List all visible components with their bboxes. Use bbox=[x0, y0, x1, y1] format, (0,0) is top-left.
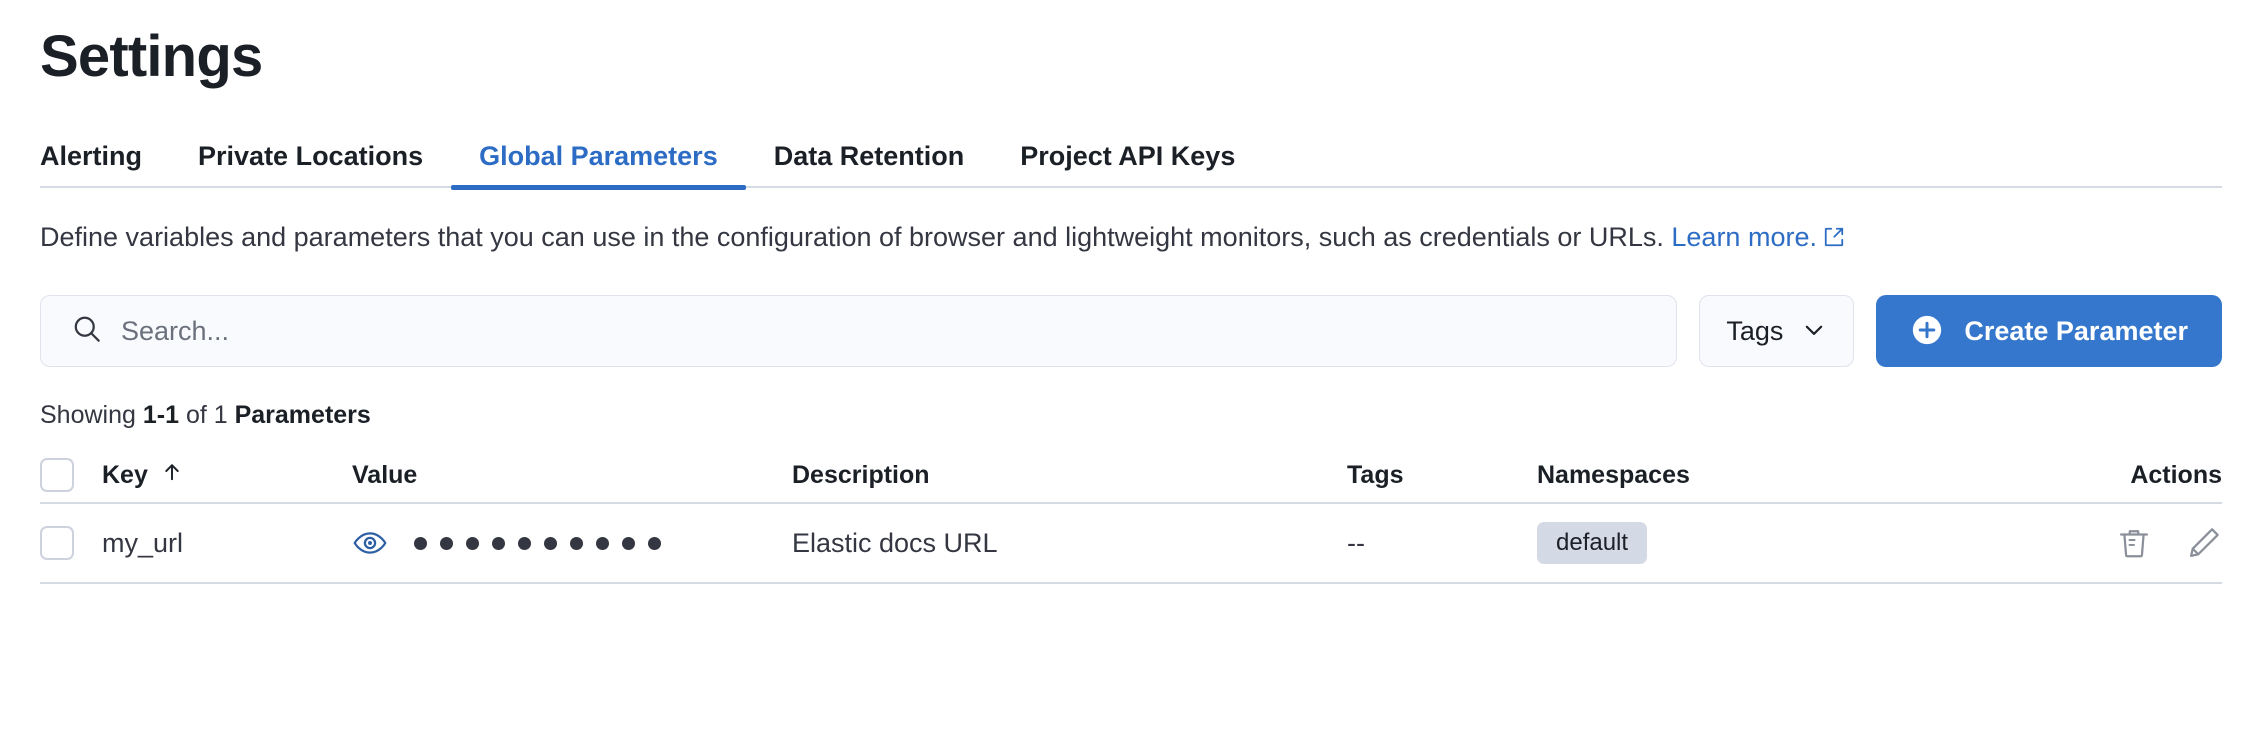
table-row: my_url Elastic docs URL -- default bbox=[40, 504, 2222, 585]
search-input[interactable] bbox=[121, 296, 1677, 367]
column-header-description-label: Description bbox=[792, 460, 930, 489]
column-header-tags-label: Tags bbox=[1347, 460, 1404, 489]
tab-private-locations[interactable]: Private Locations bbox=[170, 141, 451, 188]
tags-filter-label: Tags bbox=[1726, 315, 1784, 346]
row-select-cell bbox=[40, 526, 102, 561]
cell-description: Elastic docs URL bbox=[792, 527, 998, 558]
create-parameter-button[interactable]: Create Parameter bbox=[1876, 295, 2222, 368]
tags-filter-button[interactable]: Tags bbox=[1699, 295, 1855, 368]
column-header-value-label: Value bbox=[352, 460, 418, 489]
cell-value bbox=[352, 525, 792, 561]
edit-pencil-icon[interactable] bbox=[2186, 525, 2222, 561]
column-header-description[interactable]: Description bbox=[792, 461, 1347, 490]
results-summary: Showing 1-1 of 1 Parameters bbox=[40, 401, 2222, 430]
column-header-namespaces-label: Namespaces bbox=[1537, 460, 1690, 489]
table-header-row: Key Value Description Tags Namespaces bbox=[40, 448, 2222, 505]
select-all-cell bbox=[40, 458, 102, 493]
cell-namespaces: default bbox=[1537, 522, 2062, 565]
delete-icon[interactable] bbox=[2116, 525, 2152, 561]
description-text: Define variables and parameters that you… bbox=[40, 222, 1664, 252]
learn-more-label: Learn more. bbox=[1671, 222, 1817, 252]
toolbar: Tags Create Parameter bbox=[40, 295, 2222, 368]
results-prefix: Showing bbox=[40, 401, 143, 430]
page-title: Settings bbox=[40, 24, 263, 89]
row-select-checkbox[interactable] bbox=[40, 526, 74, 561]
column-header-actions-label: Actions bbox=[2130, 460, 2222, 489]
eye-icon[interactable] bbox=[352, 525, 388, 561]
column-header-value[interactable]: Value bbox=[352, 461, 792, 490]
masked-value bbox=[414, 536, 661, 550]
search-field[interactable] bbox=[40, 295, 1678, 368]
column-header-namespaces[interactable]: Namespaces bbox=[1537, 461, 2062, 490]
results-middle: of 1 bbox=[179, 401, 235, 430]
create-parameter-label: Create Parameter bbox=[1964, 315, 2188, 346]
column-header-actions: Actions bbox=[2062, 461, 2222, 490]
arrow-up-icon bbox=[160, 460, 184, 491]
tab-project-api-keys[interactable]: Project API Keys bbox=[992, 141, 1263, 188]
column-header-key[interactable]: Key bbox=[102, 460, 352, 491]
cell-key: my_url bbox=[102, 527, 184, 558]
results-range: 1-1 bbox=[142, 401, 179, 430]
chevron-down-icon bbox=[1801, 317, 1827, 346]
tab-alerting[interactable]: Alerting bbox=[40, 141, 170, 188]
namespace-badge: default bbox=[1537, 522, 1648, 565]
learn-more-link[interactable]: Learn more. bbox=[1671, 222, 1845, 252]
column-header-key-label: Key bbox=[102, 460, 148, 489]
cell-tags: -- bbox=[1347, 527, 1365, 558]
tab-global-parameters[interactable]: Global Parameters bbox=[451, 141, 746, 190]
select-all-checkbox[interactable] bbox=[40, 458, 74, 493]
search-icon bbox=[71, 313, 103, 350]
plus-circle-icon bbox=[1910, 313, 1944, 350]
external-link-icon bbox=[1823, 220, 1845, 259]
column-header-tags[interactable]: Tags bbox=[1347, 461, 1537, 490]
parameters-table: Key Value Description Tags Namespaces bbox=[40, 448, 2222, 585]
results-entity: Parameters bbox=[234, 401, 371, 430]
page-description: Define variables and parameters that you… bbox=[40, 218, 2220, 259]
cell-actions bbox=[2062, 525, 2222, 561]
tab-bar: Alerting Private Locations Global Parame… bbox=[40, 132, 2222, 190]
tab-data-retention[interactable]: Data Retention bbox=[746, 141, 993, 188]
